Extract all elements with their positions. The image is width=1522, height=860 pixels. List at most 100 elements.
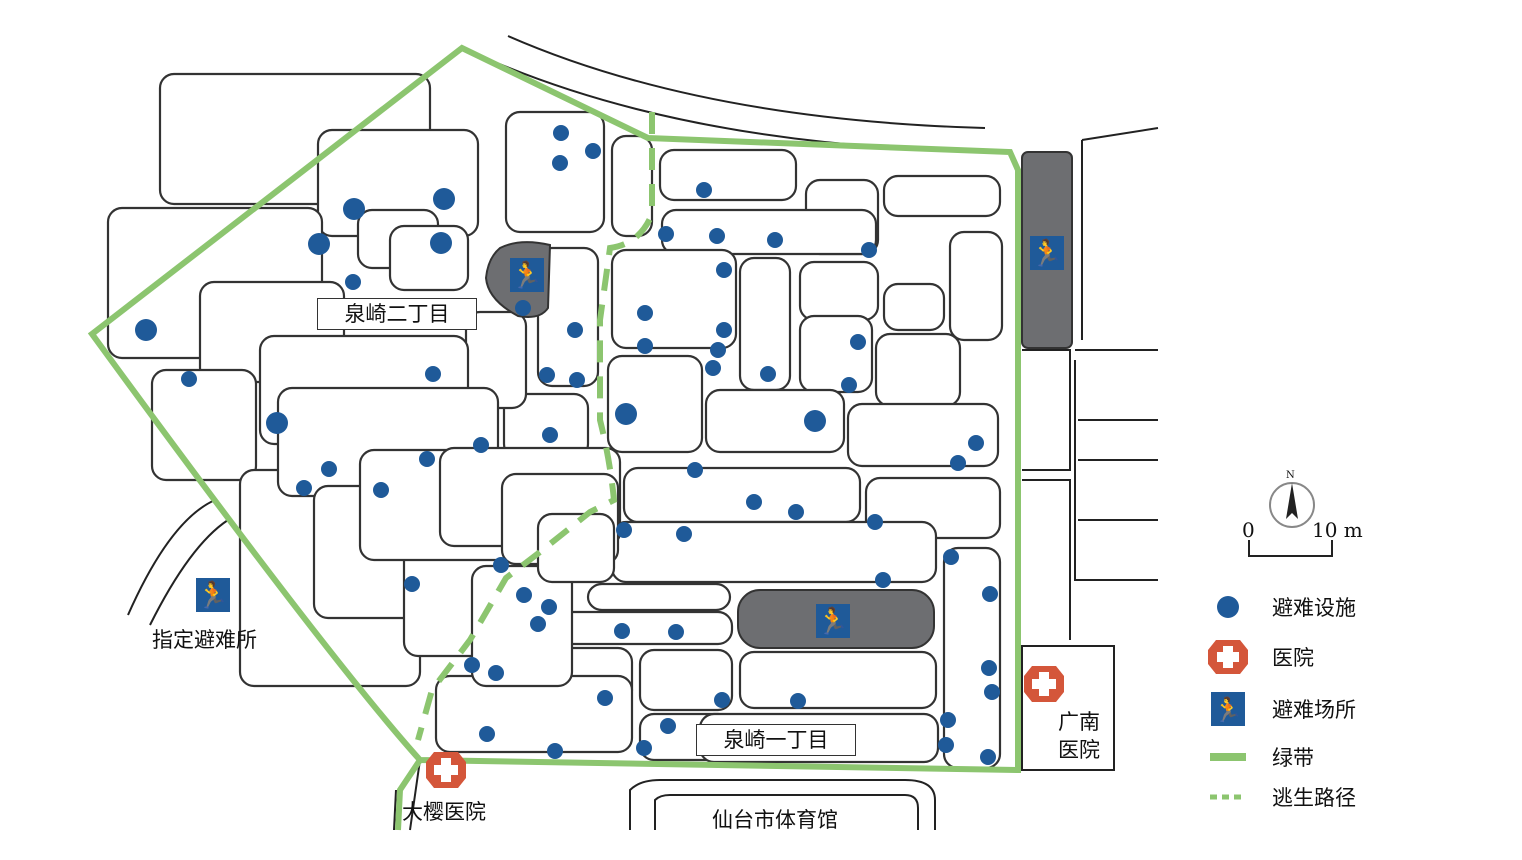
facility-dot xyxy=(716,322,732,338)
facility-dot xyxy=(950,455,966,471)
facility-dot xyxy=(567,322,583,338)
facility-dot xyxy=(943,549,959,565)
evacuation-site-icon: 🏃 xyxy=(1030,236,1064,270)
facility-dot xyxy=(938,737,954,753)
city-block xyxy=(434,674,634,754)
city-block xyxy=(798,260,880,322)
facility-dot xyxy=(981,660,997,676)
facility-dot xyxy=(676,526,692,542)
evacuation-site-icon: 🏃 xyxy=(196,578,230,612)
facility-dot xyxy=(615,403,637,425)
hospital-label-daiou: 大樱医院 xyxy=(402,800,486,824)
facility-dot xyxy=(296,480,312,496)
city-block xyxy=(610,520,938,584)
facility-dot xyxy=(637,338,653,354)
facility-dot xyxy=(404,576,420,592)
scale-start: 0 xyxy=(1242,518,1255,542)
facility-dot xyxy=(616,522,632,538)
designated-shelter-label: 指定避难所 xyxy=(152,628,257,652)
facility-dot xyxy=(790,693,806,709)
city-block xyxy=(846,402,1000,468)
facility-dot xyxy=(767,232,783,248)
facility-dot xyxy=(705,360,721,376)
facility-dot xyxy=(373,482,389,498)
legend-evac-site-label: 避难场所 xyxy=(1272,698,1356,722)
legend-facility: 避难设施 xyxy=(1208,590,1356,624)
city-block xyxy=(504,110,606,234)
facility-dot xyxy=(266,412,288,434)
facility-dot xyxy=(473,437,489,453)
facility-dot xyxy=(515,300,531,316)
facility-dot xyxy=(542,427,558,443)
facility-dot xyxy=(841,377,857,393)
facility-dot xyxy=(875,572,891,588)
city-block xyxy=(882,282,946,332)
facility-dot xyxy=(984,684,1000,700)
facility-dot xyxy=(547,743,563,759)
facility-dot xyxy=(709,228,725,244)
facility-dot xyxy=(687,462,703,478)
facility-dot xyxy=(493,557,509,573)
district-label-izumizaki-1: 泉崎一丁目 xyxy=(696,724,856,756)
facility-dot xyxy=(343,198,365,220)
svg-text:🏃: 🏃 xyxy=(1213,696,1243,724)
facility-dot xyxy=(569,372,585,388)
facility-dot xyxy=(553,125,569,141)
facility-dot xyxy=(660,718,676,734)
facility-dot xyxy=(552,155,568,171)
facility-dot xyxy=(541,599,557,615)
city-block xyxy=(704,388,846,454)
legend-greenbelt: 绿带 xyxy=(1208,740,1314,774)
evacuation-site-icon: 🏃 xyxy=(816,604,850,638)
facility-dot xyxy=(597,690,613,706)
facility-dot xyxy=(539,367,555,383)
evacuation-site-icon: 🏃 xyxy=(1211,692,1245,726)
city-block xyxy=(658,148,798,202)
legend-greenbelt-label: 绿带 xyxy=(1272,746,1314,770)
hospital-icon xyxy=(1024,666,1064,702)
compass-icon xyxy=(1269,482,1315,528)
facility-dot xyxy=(181,371,197,387)
facility-dot xyxy=(940,712,956,728)
svg-text:🏃: 🏃 xyxy=(817,606,849,637)
legend-escape-route-label: 逃生路径 xyxy=(1272,786,1356,810)
facility-dot xyxy=(788,504,804,520)
facility-dot xyxy=(425,366,441,382)
greenbelt-swatch xyxy=(1210,753,1246,761)
city-block xyxy=(882,174,1002,218)
hospital-label-kounan-2: 医院 xyxy=(1058,738,1100,762)
legend-evac-site: 🏃 避难场所 xyxy=(1208,692,1356,726)
facility-dot xyxy=(308,233,330,255)
svg-text:🏃: 🏃 xyxy=(1031,238,1063,269)
facility-dot xyxy=(867,514,883,530)
svg-text:🏃: 🏃 xyxy=(511,260,543,291)
facility-dot xyxy=(982,586,998,602)
facility-dot xyxy=(585,143,601,159)
gymnasium-label: 仙台市体育馆 xyxy=(712,808,838,832)
legend-hospital: 医院 xyxy=(1208,640,1314,674)
city-block xyxy=(660,208,878,256)
city-block xyxy=(586,582,732,612)
city-block xyxy=(388,224,470,292)
north-label: N xyxy=(1286,470,1295,481)
city-block xyxy=(606,354,704,454)
facility-dot xyxy=(668,624,684,640)
facility-dot xyxy=(804,410,826,432)
svg-text:🏃: 🏃 xyxy=(197,580,229,611)
city-block xyxy=(536,512,616,584)
city-block xyxy=(550,610,734,646)
facility-dot xyxy=(419,451,435,467)
facility-dot xyxy=(861,242,877,258)
facility-dot xyxy=(980,749,996,765)
legend-hospital-label: 医院 xyxy=(1272,646,1314,670)
facility-dot xyxy=(716,262,732,278)
facility-dot xyxy=(516,587,532,603)
facility-dot xyxy=(850,334,866,350)
hospital-icon xyxy=(1208,640,1248,674)
facility-dot xyxy=(714,692,730,708)
evacuation-site-icon: 🏃 xyxy=(510,258,544,292)
facility-dot xyxy=(345,274,361,290)
scale-end: 10 m xyxy=(1312,518,1363,542)
facility-dot xyxy=(658,226,674,242)
